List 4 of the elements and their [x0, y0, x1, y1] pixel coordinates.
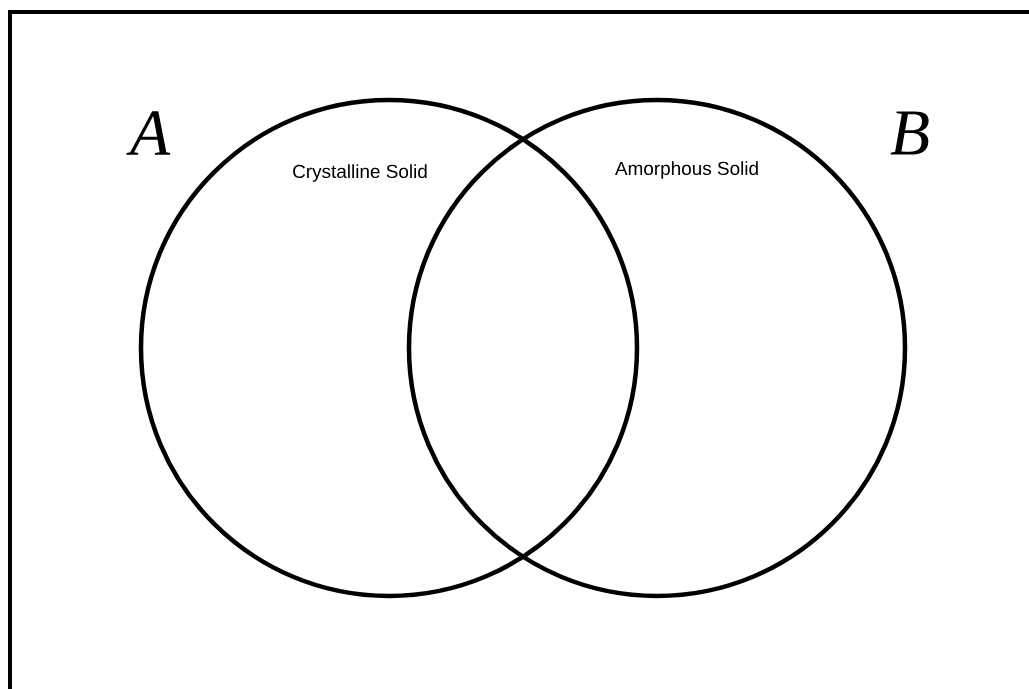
- circle-label: Crystalline Solid: [293, 164, 427, 182]
- set-letter: B: [890, 111, 929, 155]
- set-letter: A: [126, 111, 171, 155]
- circle-label: Amorphous Solid: [614, 161, 758, 179]
